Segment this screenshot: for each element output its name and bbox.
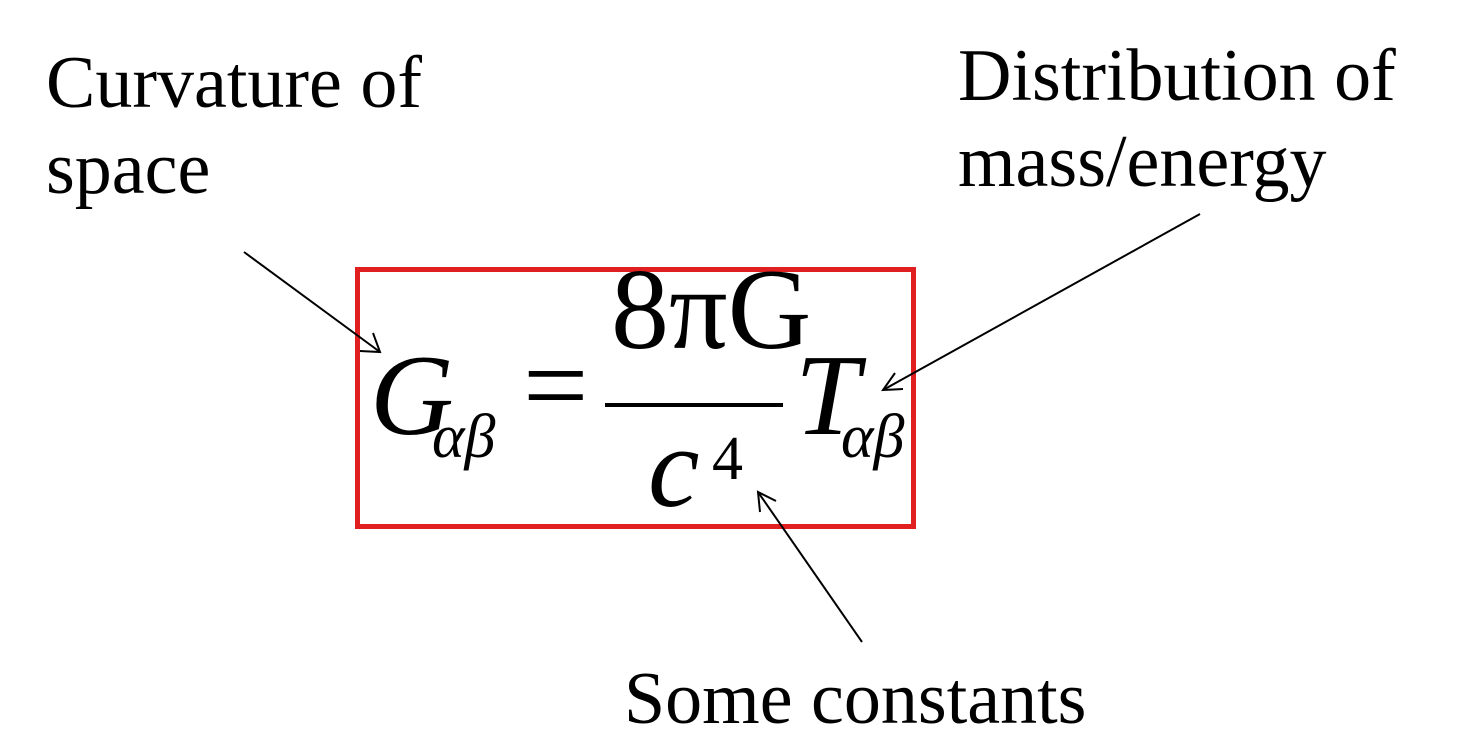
constants-label: Some constants [624, 658, 1087, 740]
constants-arrow [757, 491, 863, 643]
curvature-arrow [243, 251, 381, 353]
stress-energy-tensor-subscript: αβ [841, 403, 905, 471]
denominator-base: c [648, 404, 700, 532]
fraction-numerator: 8πG [611, 252, 811, 368]
distribution-label-line-1: Distribution of [958, 35, 1396, 117]
distribution-arrow [882, 213, 1201, 391]
curvature-label: Curvature of space [46, 40, 422, 212]
curvature-arrowhead [359, 332, 382, 354]
equation-box [355, 267, 916, 529]
distribution-label-line-2: mass/energy [958, 121, 1327, 203]
stress-energy-tensor-symbol: T [795, 332, 860, 460]
constants-arrowhead [756, 490, 777, 513]
distribution-arrowhead [880, 372, 904, 392]
einstein-tensor-symbol: G [370, 332, 454, 460]
numerator-text: 8πG [611, 246, 812, 374]
distribution-label: Distribution of mass/energy [958, 33, 1396, 205]
fraction-bar [605, 403, 783, 407]
equals-sign: = [523, 322, 589, 450]
einstein-tensor-subscript: αβ [432, 403, 496, 471]
curvature-label-line-1: Curvature of [46, 42, 423, 124]
denominator-exponent: 4 [712, 425, 743, 493]
curvature-label-line-2: space [46, 128, 211, 210]
